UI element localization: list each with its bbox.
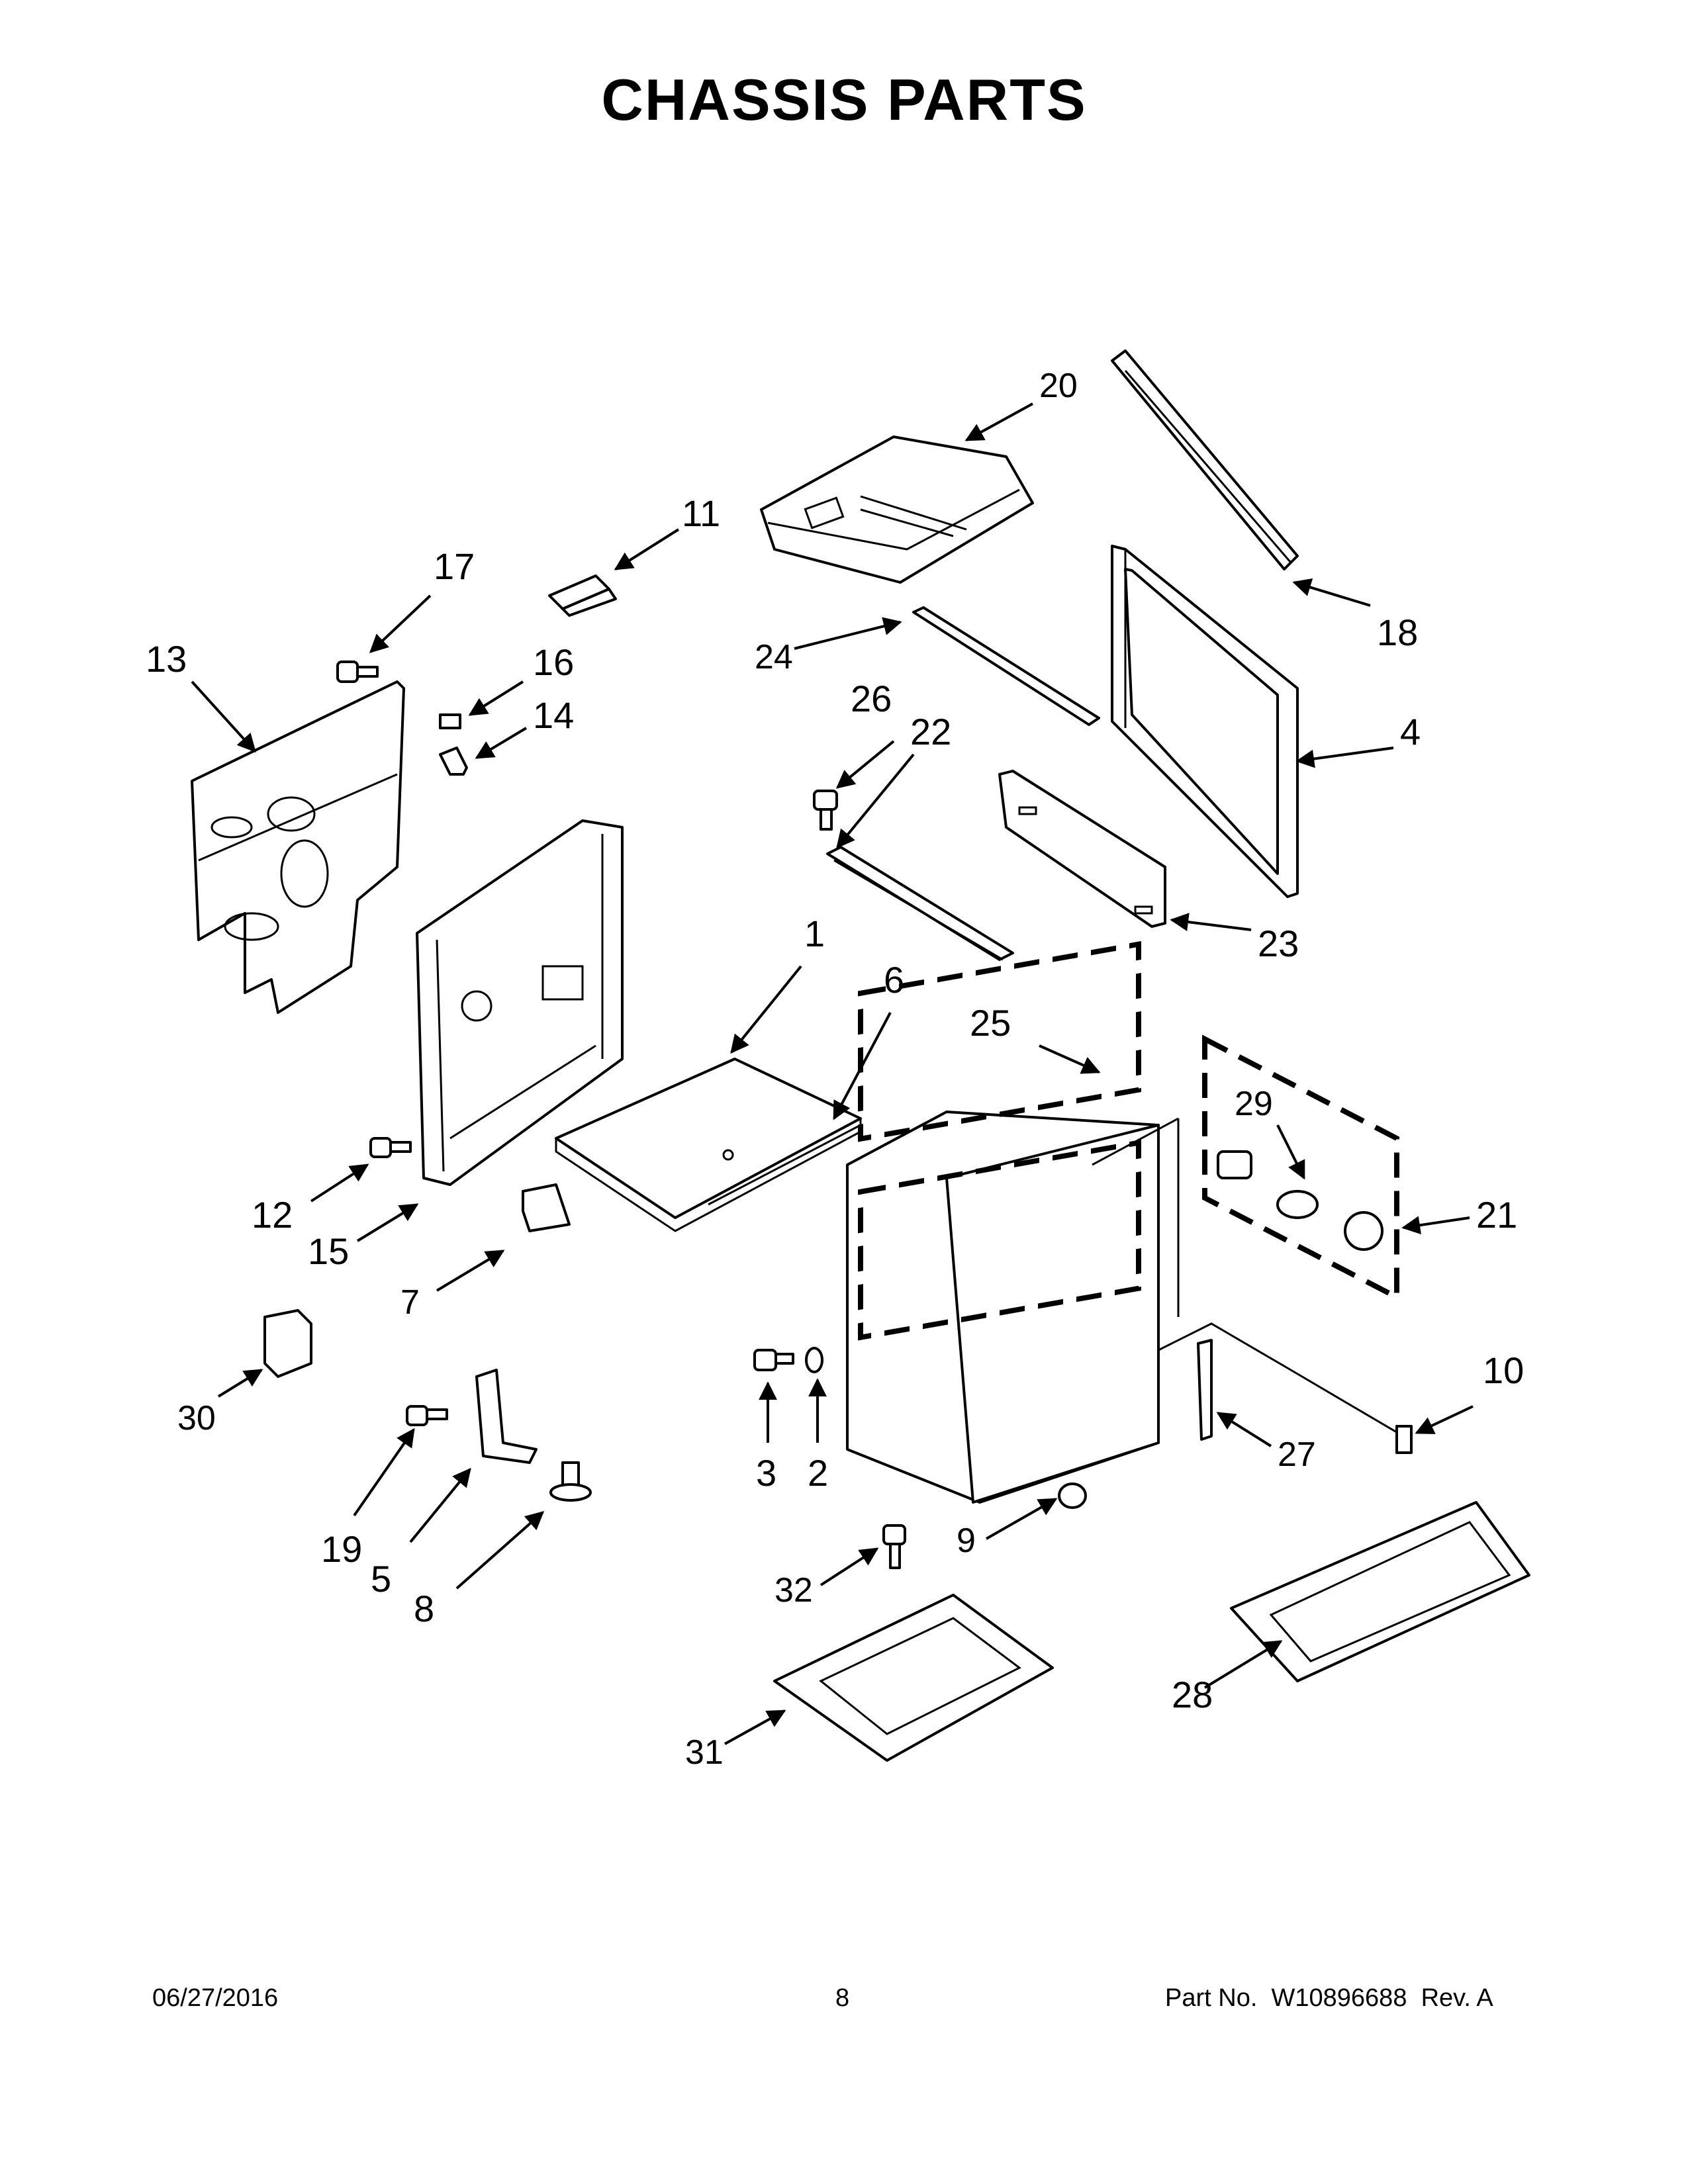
part-18-top-trim bbox=[1111, 349, 1299, 570]
callout-11: 11 bbox=[682, 492, 720, 534]
callout-13: 13 bbox=[146, 638, 187, 680]
callout-26: 26 bbox=[851, 678, 892, 719]
callout-29: 29 bbox=[1235, 1085, 1273, 1123]
callout-21: 21 bbox=[1476, 1194, 1517, 1236]
part-14-clip bbox=[439, 747, 468, 776]
part-7-bracket bbox=[522, 1183, 571, 1232]
callout-18: 18 bbox=[1377, 612, 1418, 653]
part-32-screw bbox=[882, 1524, 906, 1569]
part-23-access-panel bbox=[998, 770, 1166, 928]
part-27-probe bbox=[1197, 1339, 1213, 1441]
callout-16: 16 bbox=[533, 641, 574, 683]
part-24-rail bbox=[912, 606, 1100, 726]
part-11-bracket bbox=[548, 574, 617, 617]
callout-20: 20 bbox=[1039, 367, 1078, 405]
part-12-screw bbox=[369, 1137, 412, 1158]
callout-2: 2 bbox=[808, 1452, 828, 1494]
callout-17: 17 bbox=[434, 545, 475, 587]
callout-12: 12 bbox=[252, 1194, 293, 1236]
part-10-sensor bbox=[1158, 1322, 1413, 1454]
callout-1: 1 bbox=[804, 913, 825, 954]
callout-23: 23 bbox=[1258, 923, 1299, 964]
footer-part-label: Part No. bbox=[1165, 1984, 1258, 2012]
footer-part-number-line: Part No. W10896688 Rev. A bbox=[1165, 1984, 1493, 2013]
callout-4: 4 bbox=[1400, 711, 1421, 752]
callout-27: 27 bbox=[1278, 1435, 1316, 1474]
part-28-drawer-panel bbox=[1230, 1501, 1530, 1682]
part-5-leveling-bracket bbox=[475, 1369, 538, 1464]
callout-30: 30 bbox=[177, 1399, 216, 1437]
part-20-top-panel bbox=[760, 435, 1034, 584]
callout-24: 24 bbox=[755, 638, 793, 676]
leader-arrows bbox=[191, 402, 1474, 1745]
part-31-bottom-pan bbox=[773, 1594, 1054, 1762]
callout-15: 15 bbox=[308, 1230, 349, 1272]
footer-part-number: W10896688 bbox=[1271, 1984, 1407, 2012]
callout-5: 5 bbox=[371, 1558, 391, 1600]
callout-7: 7 bbox=[400, 1283, 420, 1322]
part-30-box bbox=[263, 1309, 312, 1378]
part-13-back-panel bbox=[191, 680, 405, 1014]
footer-page-number: 8 bbox=[835, 1984, 850, 2012]
part-26-screw bbox=[813, 790, 838, 831]
callout-3: 3 bbox=[756, 1452, 776, 1494]
part-9-knob bbox=[1058, 1482, 1087, 1509]
part-2-washer bbox=[805, 1347, 823, 1373]
callout-28: 28 bbox=[1172, 1674, 1213, 1715]
callout-labels: 20 11 17 13 16 14 18 24 26 22 4 23 1 6 2… bbox=[146, 367, 1524, 1772]
part-4-frame bbox=[1111, 545, 1299, 898]
part-19-screw bbox=[406, 1405, 448, 1426]
part-17-screw bbox=[336, 660, 379, 683]
part-side-panel bbox=[416, 819, 624, 1186]
part-6-rod bbox=[708, 1124, 861, 1206]
page-title: CHASSIS PARTS bbox=[601, 67, 1087, 132]
callout-14: 14 bbox=[533, 694, 574, 736]
callout-25: 25 bbox=[970, 1002, 1011, 1044]
callout-32: 32 bbox=[774, 1571, 813, 1610]
part-22-slide bbox=[826, 846, 1014, 961]
footer-date: 06/27/2016 bbox=[152, 1984, 279, 2012]
callout-8: 8 bbox=[414, 1588, 434, 1629]
part-1-bottom-tray bbox=[555, 1058, 862, 1232]
callout-19: 19 bbox=[321, 1528, 362, 1570]
callout-31: 31 bbox=[685, 1733, 724, 1772]
part-3-screw bbox=[753, 1349, 794, 1371]
callout-9: 9 bbox=[957, 1522, 976, 1560]
part-25-oven-cavity bbox=[846, 941, 1180, 1504]
callout-6: 6 bbox=[884, 959, 904, 1001]
part-16-clip bbox=[439, 713, 461, 729]
part-21-lamp-group bbox=[1202, 1034, 1399, 1302]
callout-22: 22 bbox=[910, 711, 951, 752]
callout-10: 10 bbox=[1483, 1349, 1524, 1391]
part-8-leveling-leg bbox=[549, 1461, 592, 1502]
footer-revision: Rev. A bbox=[1421, 1984, 1493, 2012]
